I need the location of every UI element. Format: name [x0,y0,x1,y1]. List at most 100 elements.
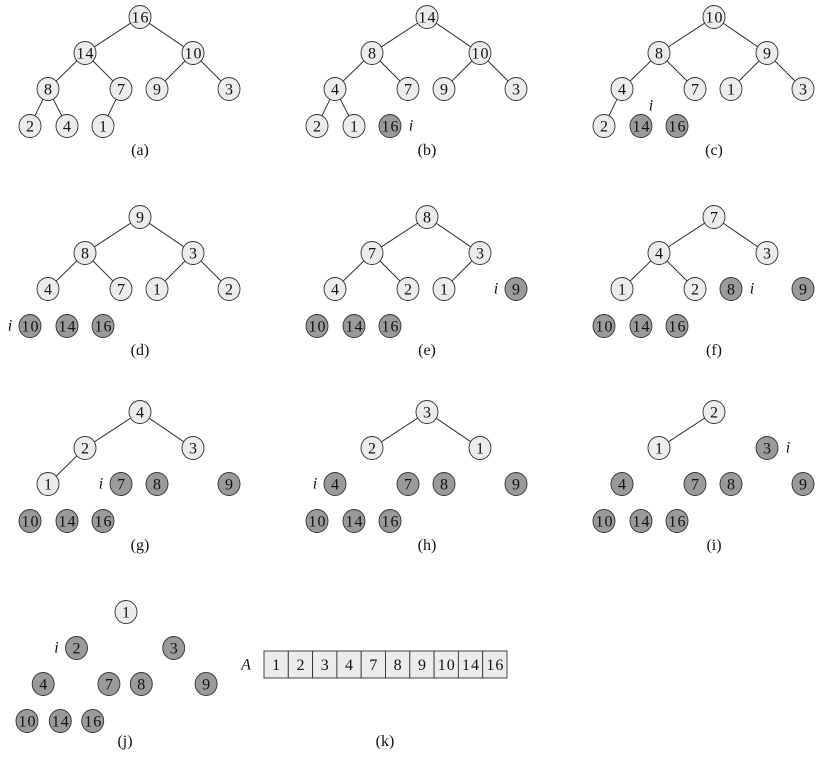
tree-edge [381,22,418,48]
sorted-node: 10 [305,509,329,533]
node-value: 9 [136,210,144,227]
heap-node: 9 [755,41,779,65]
heap-node: 4 [128,400,152,424]
node-circle [55,114,79,138]
pointer-i-label: i [649,98,653,115]
node-circle [323,77,347,101]
heap-node: 9 [432,77,456,101]
node-circle [432,277,456,301]
node-value: 14 [77,46,94,63]
node-value: 3 [763,441,771,458]
tree-edge [668,222,705,248]
sorted-node: 16 [81,709,105,733]
heap-node: 8 [36,77,60,101]
node-value: 9 [799,282,807,299]
array-cell-value: 2 [296,657,304,674]
node-circle [791,277,815,301]
node-circle [647,41,671,65]
array-cell-value: 9 [418,657,426,674]
node-circle [73,41,97,65]
panel-caption: (i) [706,537,721,554]
node-value: 10 [472,46,489,63]
node-circle [610,277,634,301]
heap-node: 8 [647,41,671,65]
node-circle [702,400,726,424]
node-circle [81,709,105,733]
tree-edge [381,222,418,248]
heap-node: 4 [323,77,347,101]
node-value: 9 [202,677,210,694]
node-value: 9 [763,46,771,63]
node-value: 9 [153,82,161,99]
node-value: 7 [117,477,125,494]
panel-caption: (g) [131,537,150,554]
node-value: 3 [170,641,178,658]
node-circle [504,77,528,101]
heap-node: 2 [592,114,616,138]
node-value: 4 [331,282,339,299]
node-value: 2 [404,282,412,299]
node-value: 7 [404,82,412,99]
tree-edge [342,260,365,282]
node-value: 8 [727,477,735,494]
node-value: 10 [309,514,326,531]
node-circle [592,314,616,338]
node-value: 16 [132,10,149,27]
array-cell-value: 1 [272,657,280,674]
node-value: 2 [81,441,89,458]
node-circle [432,77,456,101]
sorted-node: 14 [342,509,366,533]
node-circle [55,509,79,533]
heap-node: 1 [719,77,743,101]
sorted-node: 7 [396,472,420,496]
array-name: A [240,657,251,674]
node-value: 7 [105,677,113,694]
node-value: 9 [440,82,448,99]
node-circle [145,77,169,101]
node-value: 14 [59,514,76,531]
heap-node: 8 [415,205,439,229]
node-value: 14 [633,514,650,531]
node-circle [396,472,420,496]
heap-node: 2 [217,277,241,301]
node-value: 16 [382,514,399,531]
array-cell: 7 [360,650,386,679]
sorted-node: 3 [755,436,779,460]
node-circle [91,114,115,138]
node-value: 1 [476,441,484,458]
sorted-node: 16 [665,509,689,533]
pointer-i-label: i [409,118,413,135]
sorted-node: 7 [109,472,133,496]
node-value: 14 [633,119,650,136]
tree-edge [342,60,365,82]
panel-caption: (j) [117,733,132,750]
node-value: 14 [419,10,436,27]
heap-node: 2 [73,436,97,460]
node-circle [323,277,347,301]
node-circle [91,509,115,533]
array-cell-value: 8 [394,657,402,674]
tree-edge [107,99,117,116]
panel-caption: (k) [376,733,395,750]
sorted-node: 7 [683,472,707,496]
node-value: 1 [99,119,107,136]
node-value: 7 [691,477,699,494]
node-value: 8 [153,477,161,494]
tree-edge [92,60,114,82]
node-circle [48,709,72,733]
sorted-node: 14 [55,314,79,338]
array-cell: 4 [336,650,362,679]
node-value: 10 [22,514,39,531]
node-circle [629,114,653,138]
tree-edge [94,417,131,443]
node-circle [432,472,456,496]
heap-node: 3 [791,77,815,101]
sorted-node: 16 [665,114,689,138]
tree-edge [451,260,473,282]
node-circle [415,5,439,29]
node-value: 16 [84,714,101,731]
node-circle [683,472,707,496]
node-value: 2 [368,441,376,458]
array-cell: 16 [482,650,508,679]
